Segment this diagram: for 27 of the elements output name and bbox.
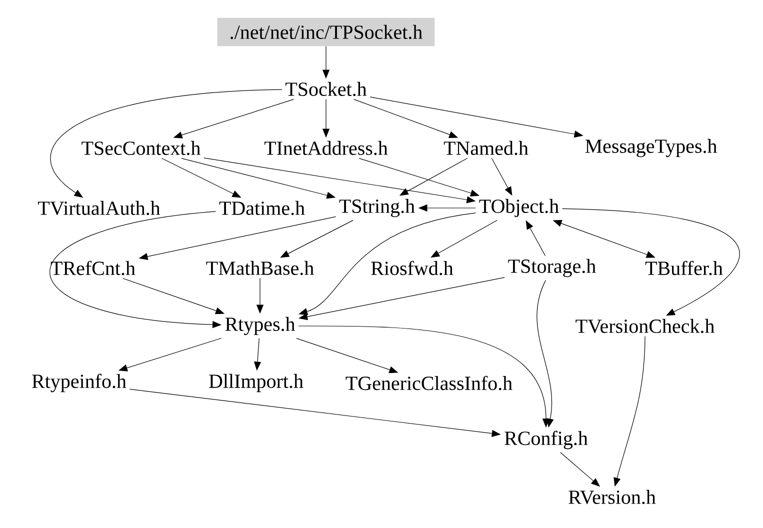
file-label: RVersion.h — [568, 490, 656, 504]
file-label: RConfig.h — [504, 430, 588, 450]
file-label: Rtypes.h — [225, 316, 296, 336]
arrow — [280, 220, 354, 258]
file-label: Rtypeinfo.h — [32, 374, 126, 392]
file-label: TMathBase.h — [206, 260, 314, 276]
arrow — [562, 208, 740, 316]
file-label: TStorage.h — [508, 258, 596, 278]
file-label: TSecContext.h — [82, 140, 200, 156]
file-label: TRefCnt.h — [50, 260, 136, 276]
arrow — [430, 220, 498, 258]
file-label: TNamed.h — [444, 140, 528, 156]
file-label: TDatime.h — [219, 200, 305, 216]
file-label: Riosfwd.h — [371, 260, 454, 276]
file-label: TInetAddress.h — [264, 140, 388, 156]
arrow — [298, 212, 476, 316]
file-label: TVirtualAuth.h — [38, 200, 160, 216]
arrow — [50, 89, 282, 198]
file-box: ./net/net/inc/TPSocket.h — [217, 18, 435, 46]
file-label: TObject.h — [479, 198, 559, 218]
file-label: TSocket.h — [286, 82, 367, 96]
file-label: TBuffer.h — [645, 260, 723, 276]
file-label: DllImport.h — [209, 374, 304, 392]
file-label: TString.h — [339, 198, 415, 218]
file-label: TGenericClassInfo.h — [346, 376, 512, 390]
file-label: MessageTypes.h — [585, 138, 717, 158]
file-label: TVersionCheck.h — [576, 318, 714, 334]
